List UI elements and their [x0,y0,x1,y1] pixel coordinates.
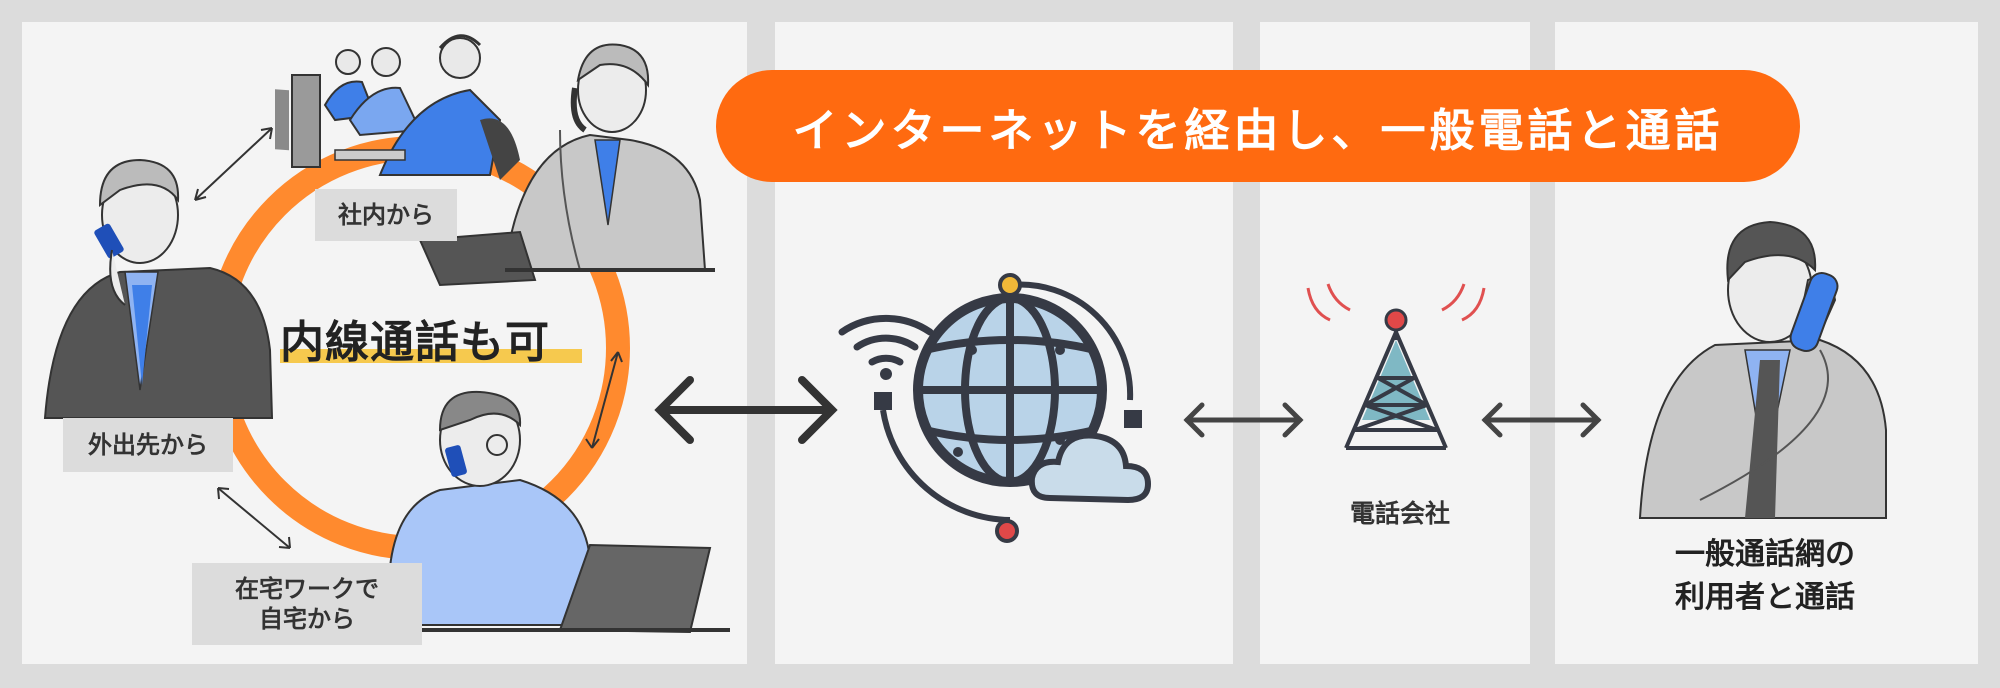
cloud-icon [1028,432,1152,504]
callee-line1: 一般通話網の [1675,537,1855,572]
label-home-line1: 在宅ワークで [235,575,379,603]
antenna-tower-icon [1306,283,1486,450]
label-from-outside: 外出先から [63,418,233,472]
wifi-icon [838,314,934,380]
carrier-label: 電話会社 [1349,499,1450,528]
label-from-home: 在宅ワークで 自宅から [192,563,422,645]
outside-man-mobile-illustration [43,158,274,419]
arrow-double-icon [654,376,838,444]
callee-label: 一般通話網の 利用者と通話 [1600,534,1930,619]
internal-call-text: 内線通話も可 [280,317,550,368]
internal-call-highlight [280,349,582,363]
globe-icon [874,273,1142,543]
callee-line2: 利用者と通話 [1675,579,1855,615]
headline-banner: インターネットを経由し、一般電話と通話 [716,70,1800,182]
office-man-desk-phone-illustration [418,43,715,287]
arrow-to-callee [1481,402,1602,438]
label-from-office: 社内から [315,189,457,241]
home-worker-laptop-illustration [387,390,730,634]
arrow-to-carrier [1183,402,1304,438]
label-home-line2: 自宅から [259,605,355,633]
headline-text: インターネットを経由し、一般電話と通話 [792,103,1724,157]
call-center-staff-illustration [275,34,520,180]
callee-man-telephone-illustration [1638,220,1887,519]
